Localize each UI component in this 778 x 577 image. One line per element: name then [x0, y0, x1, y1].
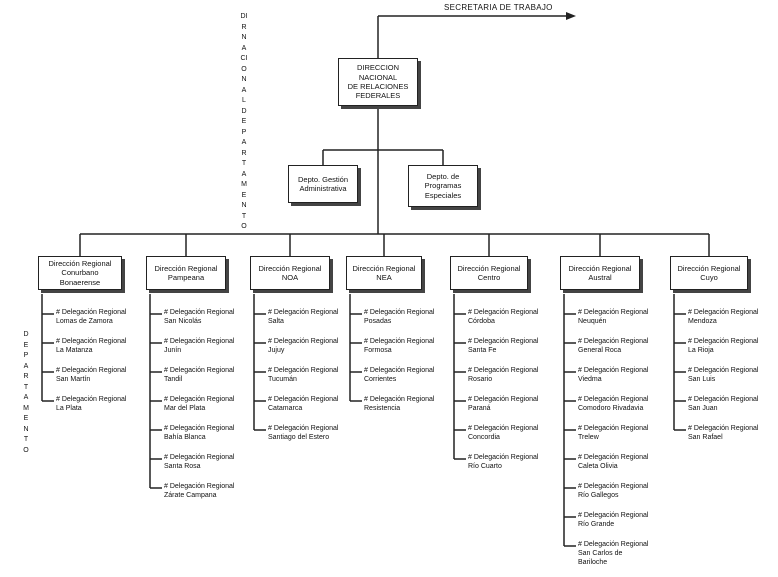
delegation-item: # Delegación Regional Paraná: [468, 396, 539, 412]
delegation-item: # Delegación Regional San Nicolás: [164, 309, 235, 325]
region-label: Dirección Regional Conurbano Bonaerense: [48, 258, 112, 287]
delegation-item: # Delegación Regional Córdoba: [468, 309, 539, 325]
delegation-item: # Delegación Regional Salta: [268, 309, 339, 325]
region-label: Dirección Regional Centro: [457, 263, 521, 282]
delegation-item: # Delegación Regional Tucumán: [268, 367, 339, 383]
vertical-label-left: DEPARTAMENTO: [23, 331, 29, 454]
delegation-item: # Delegación Regional Neuquén: [578, 309, 649, 325]
delegation-item: # Delegación Regional Santa Rosa: [164, 454, 235, 470]
region-box: Dirección Regional Austral: [560, 256, 640, 290]
delegation-item: # Delegación Regional Santa Fe: [468, 338, 539, 354]
dept-box-gestion: Depto. Gestión Administrativa: [288, 165, 358, 203]
delegation-item: # Delegación Regional Formosa: [364, 338, 435, 354]
dept-label: Depto. Gestión Administrativa: [297, 174, 349, 193]
region-box: Dirección Regional Conurbano Bonaerense: [38, 256, 122, 290]
delegation-item: # Delegación Regional Concordia: [468, 425, 539, 441]
delegation-item: # Delegación Regional San Rafael: [688, 425, 759, 441]
delegation-item: # Delegación Regional San Carlos de Bari…: [578, 541, 649, 566]
delegation-item: # Delegación Regional Viedma: [578, 367, 649, 383]
delegation-item: # Delegación Regional Jujuy: [268, 338, 339, 354]
delegation-item: # Delegación Regional San Juan: [688, 396, 759, 412]
dept-label: Depto. de Programas Especiales: [424, 171, 462, 200]
delegation-item: # Delegación Regional Bahía Blanca: [164, 425, 235, 441]
arrow-head: [566, 12, 576, 20]
region-box: Dirección Regional Pampeana: [146, 256, 226, 290]
delegation-item: # Delegación Regional Río Grande: [578, 512, 649, 528]
region-box: Dirección Regional Centro: [450, 256, 528, 290]
delegation-item: # Delegación Regional Río Gallegos: [578, 483, 649, 499]
region-box: Dirección Regional NEA: [346, 256, 422, 290]
delegation-item: # Delegación Regional Mar del Plata: [164, 396, 235, 412]
region-label: Dirección Regional Cuyo: [677, 263, 741, 282]
delegation-item: # Delegación Regional Caleta Olivia: [578, 454, 649, 470]
delegation-item: # Delegación Regional Santiago del Ester…: [268, 425, 339, 441]
delegation-item: # Delegación Regional La Plata: [56, 396, 127, 412]
dept-box-programas: Depto. de Programas Especiales: [408, 165, 478, 207]
region-box: Dirección Regional NOA: [250, 256, 330, 290]
top-label: SECRETARIA DE TRABAJO: [444, 3, 553, 12]
delegation-item: # Delegación Regional General Roca: [578, 338, 649, 354]
delegation-item: # Delegación Regional Trelew: [578, 425, 649, 441]
delegation-item: # Delegación Regional La Matanza: [56, 338, 127, 354]
region-label: Dirección Regional NEA: [352, 263, 416, 282]
delegation-item: # Delegación Regional Zárate Campana: [164, 483, 235, 499]
delegation-item: # Delegación Regional San Luis: [688, 367, 759, 383]
region-label: Dirección Regional Austral: [568, 263, 632, 282]
delegation-item: # Delegación Regional Resistencia: [364, 396, 435, 412]
delegation-item: # Delegación Regional Catamarca: [268, 396, 339, 412]
vertical-label-upper: DIR NACIONAL DEPARTAMENTO: [240, 13, 248, 230]
delegation-item: # Delegación Regional Posadas: [364, 309, 435, 325]
region-box: Dirección Regional Cuyo: [670, 256, 748, 290]
region-label: Dirección Regional Pampeana: [154, 263, 218, 282]
delegation-item: # Delegación Regional Lomas de Zamora: [56, 309, 127, 325]
delegation-item: # Delegación Regional Junín: [164, 338, 235, 354]
delegation-item: # Delegación Regional Rosario: [468, 367, 539, 383]
delegation-item: # Delegación Regional La Rioja: [688, 338, 759, 354]
director-label: DIRECCION NACIONAL DE RELACIONES FEDERAL…: [347, 63, 409, 101]
delegation-item: # Delegación Regional Tandil: [164, 367, 235, 383]
delegation-item: # Delegación Regional Mendoza: [688, 309, 759, 325]
delegation-item: # Delegación Regional San Martín: [56, 367, 127, 383]
delegation-item: # Delegación Regional Comodoro Rivadavia: [578, 396, 649, 412]
region-label: Dirección Regional NOA: [258, 263, 322, 282]
director-box: DIRECCION NACIONAL DE RELACIONES FEDERAL…: [338, 58, 418, 106]
delegation-item: # Delegación Regional Río Cuarto: [468, 454, 539, 470]
delegation-item: # Delegación Regional Corrientes: [364, 367, 435, 383]
